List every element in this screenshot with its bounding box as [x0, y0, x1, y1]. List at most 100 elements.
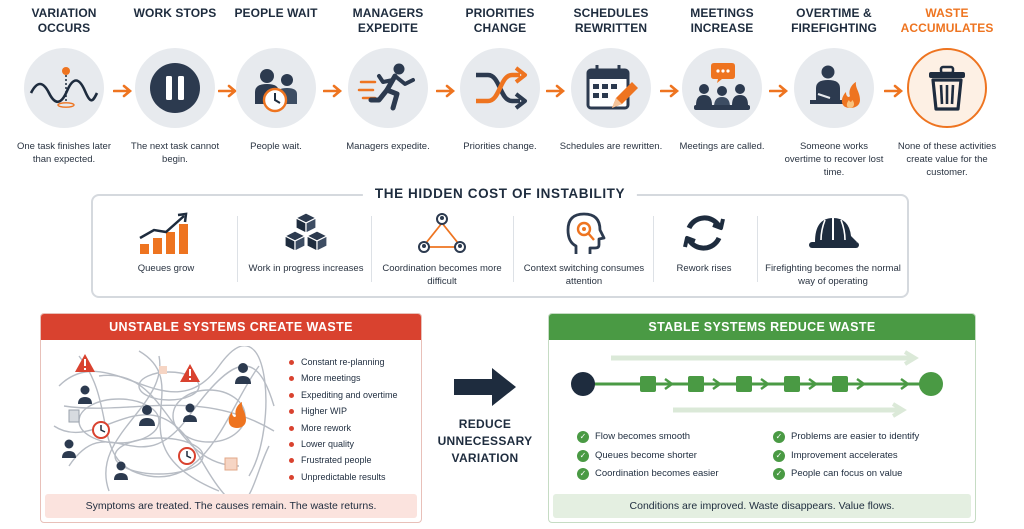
step-title: Overtime & firefighting	[791, 6, 877, 35]
list-item: More meetings	[287, 370, 398, 386]
unstable-title: UNSTABLE SYSTEMS CREATE WASTE	[41, 314, 421, 340]
step-waste-accumulates: Waste accumulates None of these activiti…	[891, 6, 1003, 179]
cost-item-context-switching: Context switching consumes attention	[519, 210, 649, 290]
cost-label: Context switching consumes attention	[523, 263, 645, 287]
cost-item-firefighting: Firefighting becomes the normal way of o…	[761, 210, 905, 290]
step-people-wait: People wait People wait.	[220, 6, 332, 153]
step-title: Managers expedite	[352, 6, 424, 35]
divider	[237, 216, 238, 282]
wave-pin-icon	[24, 48, 104, 128]
step-variation-occurs: Variation occurs One task finishes later…	[8, 6, 120, 166]
step-managers-expedite: Managers expedite Managers expedite.	[332, 6, 444, 153]
big-arrow-right-icon	[454, 368, 516, 406]
meeting-icon	[682, 48, 762, 128]
list-item: Frustrated people	[287, 452, 398, 468]
step-overtime-firefighting: Overtime & firefighting Someone works ov…	[778, 6, 890, 179]
stable-systems-panel: STABLE SYSTEMS REDUCE WASTE Flow becomes…	[548, 313, 976, 523]
shuffle-icon	[460, 48, 540, 128]
hidden-cost-panel: THE HIDDEN COST OF INSTABILITY Queues gr…	[91, 186, 909, 298]
symptom-list: Constant re-planning More meetings Exped…	[287, 354, 398, 485]
benefit-list-left: Flow becomes smooth Queues become shorte…	[577, 428, 719, 484]
step-schedules-rewritten: Schedules rewritten Schedules are rewrit…	[555, 6, 667, 153]
network-people-icon	[377, 210, 507, 256]
list-item: Problems are easier to identify	[773, 428, 919, 447]
overtime-fire-icon	[794, 48, 874, 128]
stable-title: STABLE SYSTEMS REDUCE WASTE	[549, 314, 975, 340]
arrow-right-icon	[218, 84, 238, 98]
step-desc: One task finishes later than expected.	[17, 141, 111, 165]
step-title: Variation occurs	[31, 6, 97, 35]
cost-label: Coordination becomes more difficult	[382, 263, 502, 287]
step-title: Priorities change	[465, 6, 535, 35]
reduce-line-1: REDUCE	[458, 417, 512, 431]
list-item: Constant re-planning	[287, 354, 398, 370]
cost-item-wip: Work in progress increases	[243, 210, 369, 290]
step-desc: Someone works overtime to recover lost t…	[784, 141, 884, 178]
unstable-footer: Symptoms are treated. The causes remain.…	[45, 494, 417, 518]
step-title: Waste accumulates	[900, 6, 994, 35]
divider	[371, 216, 372, 282]
step-title: People wait	[234, 6, 318, 20]
arrow-right-icon	[884, 84, 904, 98]
arrow-right-icon	[436, 84, 456, 98]
waiting-people-clock-icon	[236, 48, 316, 128]
step-meetings-increase: Meetings increase Meetings are called.	[666, 6, 778, 153]
list-item: Flow becomes smooth	[577, 428, 719, 447]
step-work-stops: Work stops The next task cannot begin.	[119, 6, 231, 166]
list-item: Queues become shorter	[577, 447, 719, 466]
arrow-right-icon	[660, 84, 680, 98]
cost-label: Firefighting becomes the normal way of o…	[765, 263, 901, 287]
step-desc: People wait.	[250, 141, 302, 152]
step-desc: Meetings are called.	[679, 141, 765, 152]
cost-item-rework: Rework rises	[659, 210, 749, 290]
tangled-network-icon	[53, 346, 275, 494]
list-item: Coordination becomes easier	[577, 465, 719, 484]
cost-label: Work in progress increases	[248, 263, 364, 274]
step-desc: None of these activities create value fo…	[897, 141, 997, 178]
step-title: Work stops	[133, 6, 217, 20]
reduce-variation-label: REDUCE UNNECESSARY VARIATION	[420, 416, 550, 467]
cost-label: Queues grow	[137, 263, 195, 274]
cost-item-queues: Queues grow	[101, 210, 231, 290]
step-priorities-change: Priorities change Priorities change.	[444, 6, 556, 153]
head-target-icon	[519, 210, 649, 256]
arrow-right-icon	[113, 84, 133, 98]
benefit-list-right: Problems are easier to identify Improvem…	[773, 428, 919, 484]
stacked-cubes-icon	[243, 210, 369, 256]
list-item: More rework	[287, 420, 398, 436]
pause-icon	[135, 48, 215, 128]
step-desc: Schedules are rewritten.	[559, 141, 663, 152]
list-item: Expediting and overtime	[287, 387, 398, 403]
stable-footer: Conditions are improved. Waste disappear…	[553, 494, 971, 518]
list-item: Lower quality	[287, 436, 398, 452]
reduce-line-3: VARIATION	[451, 451, 519, 465]
arrow-right-icon	[546, 84, 566, 98]
step-title: Meetings increase	[690, 6, 754, 35]
arrow-right-icon	[769, 84, 789, 98]
calendar-pencil-icon	[571, 48, 651, 128]
divider	[653, 216, 654, 282]
cost-label: Rework rises	[676, 263, 732, 274]
step-desc: Priorities change.	[463, 141, 537, 152]
hidden-cost-title: THE HIDDEN COST OF INSTABILITY	[362, 186, 638, 201]
trash-can-icon	[907, 48, 987, 128]
firefighter-helmet-icon	[761, 210, 905, 256]
running-person-icon	[348, 48, 428, 128]
smooth-flow-line-icon	[571, 350, 943, 418]
list-item: Improvement accelerates	[773, 447, 919, 466]
unstable-systems-panel: UNSTABLE SYSTEMS CREATE WASTE	[40, 313, 422, 523]
reduce-line-2: UNNECESSARY	[437, 434, 533, 448]
step-title: Schedules rewritten	[573, 6, 649, 35]
list-item: People can focus on value	[773, 465, 919, 484]
list-item: Higher WIP	[287, 403, 398, 419]
step-desc: Managers expedite.	[346, 141, 430, 152]
step-desc: The next task cannot begin.	[130, 141, 220, 165]
cost-item-coordination: Coordination becomes more difficult	[377, 210, 507, 290]
list-item: Unpredictable results	[287, 469, 398, 485]
arrow-right-icon	[323, 84, 343, 98]
variation-flow: Variation occurs One task finishes later…	[0, 6, 1024, 181]
divider	[757, 216, 758, 282]
divider	[513, 216, 514, 282]
refresh-arrows-icon	[659, 210, 749, 256]
rising-bars-icon	[101, 210, 231, 256]
